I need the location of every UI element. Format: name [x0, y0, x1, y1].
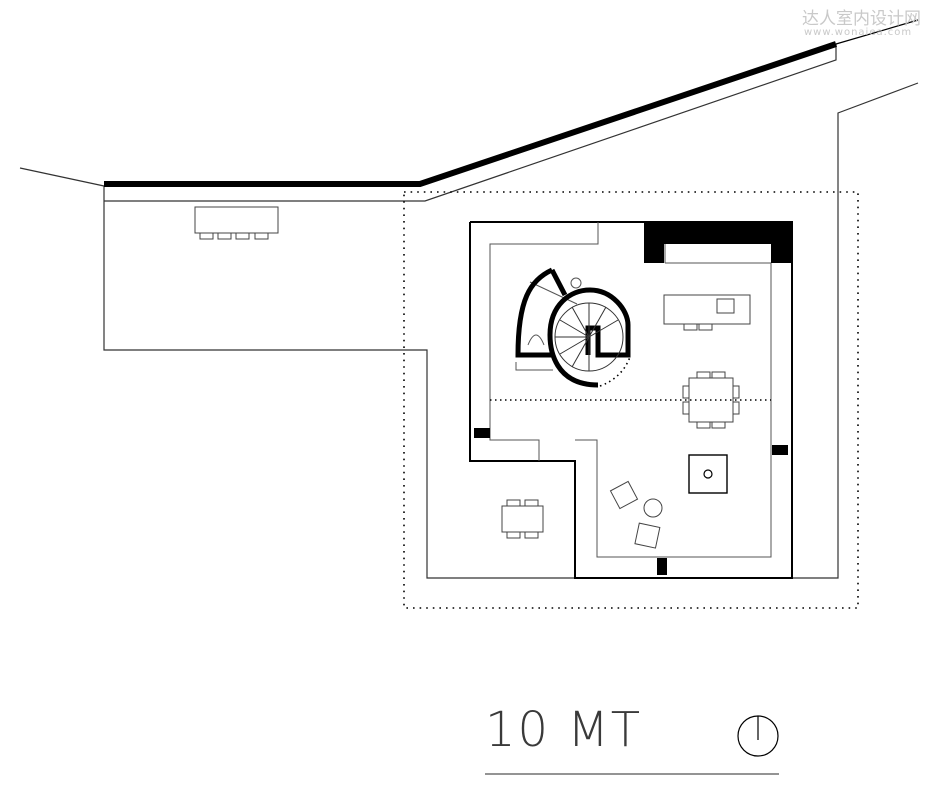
- watermark-url: www.wonaiea.com: [804, 27, 913, 38]
- watermark-site-name: 达人室内设计网: [802, 9, 921, 29]
- roof-wall: [104, 41, 837, 187]
- lounge-chairs: [609, 480, 663, 549]
- site-thin-roof-line: [104, 44, 837, 202]
- kitchen-island: [663, 294, 751, 331]
- roof-extension-line: [835, 19, 919, 45]
- site-outline-left: [103, 82, 919, 579]
- scale-bar-label: 10 MT: [485, 702, 643, 758]
- fireplace: [688, 454, 728, 494]
- outdoor-table-bench: [194, 206, 279, 240]
- inner-partitions: [489, 222, 772, 558]
- north-arrow-icon: [737, 715, 779, 757]
- dining-table: [682, 371, 740, 429]
- spiral-stair: [515, 267, 631, 388]
- wall-blocks: [474, 222, 792, 575]
- stair-room-lines: [515, 281, 578, 371]
- outdoor-table-terrace: [501, 499, 544, 539]
- terrain-line-left: [19, 167, 105, 187]
- site-lines: [19, 44, 919, 579]
- dotted-boundary: [403, 191, 859, 609]
